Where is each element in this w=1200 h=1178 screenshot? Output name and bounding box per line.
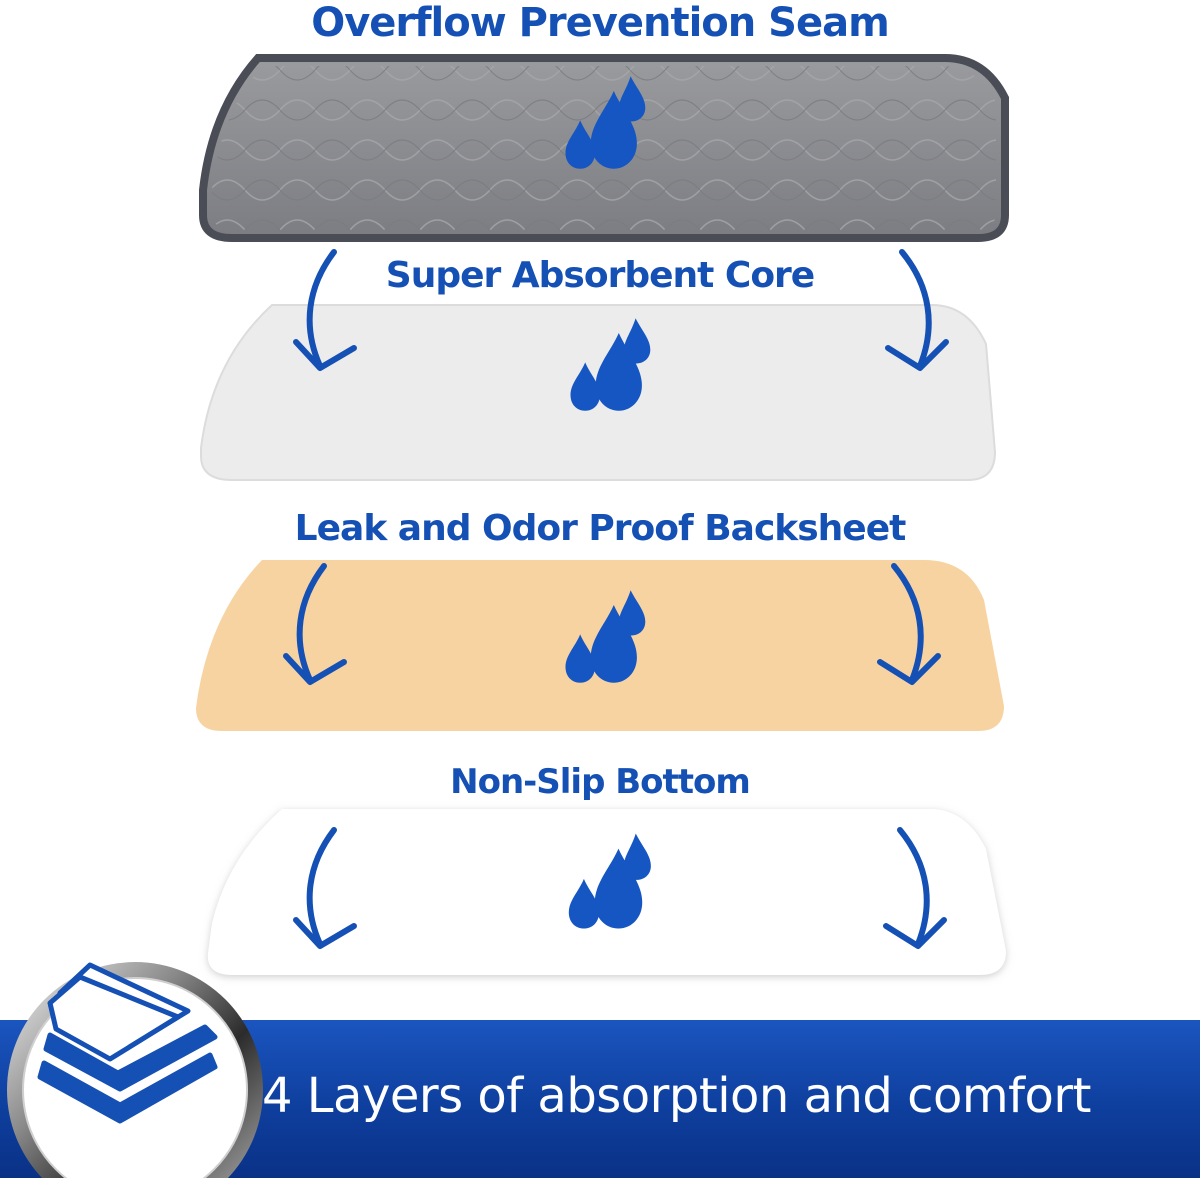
curved-down-arrow-icon xyxy=(866,562,946,692)
curved-down-arrow-icon xyxy=(872,826,952,956)
curved-down-arrow-icon xyxy=(290,826,370,956)
curved-down-arrow-icon xyxy=(290,248,370,378)
gray-seam-pad xyxy=(199,54,1009,242)
curved-down-arrow-icon xyxy=(280,562,360,692)
backsheet-pad xyxy=(196,560,1004,731)
non-slip-bottom-pad xyxy=(207,809,1006,975)
layer-title-backsheet: Leak and Odor Proof Backsheet xyxy=(294,508,907,549)
curved-down-arrow-icon xyxy=(874,248,954,378)
layer-title-absorbent-core: Super Absorbent Core xyxy=(385,255,815,296)
layer-title-non-slip: Non-Slip Bottom xyxy=(450,762,751,802)
banner-text: 4 Layers of absorption and comfort xyxy=(262,1068,1091,1124)
layer-title-overflow-seam: Overflow Prevention Seam xyxy=(311,0,890,46)
absorbent-core-pad xyxy=(200,304,997,481)
stacked-layers-icon xyxy=(37,962,218,1124)
layers-badge xyxy=(7,962,263,1178)
